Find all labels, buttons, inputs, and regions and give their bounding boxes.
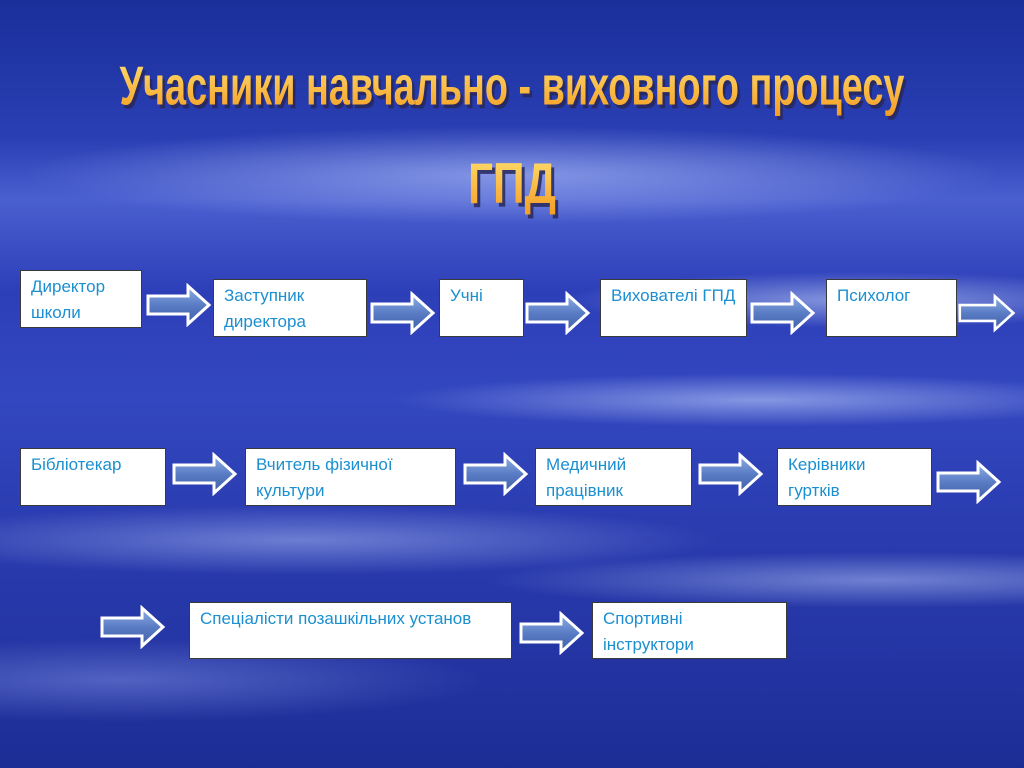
participant-box-director: Директор школи	[20, 270, 142, 328]
arrow-right-icon	[100, 605, 166, 649]
participant-box-pe-teacher: Вчитель фізичної культури	[245, 448, 456, 506]
arrow-right-icon	[146, 283, 212, 327]
arrow-right-icon	[519, 611, 585, 655]
arrow-right-icon	[370, 291, 436, 335]
participant-box-medical-worker: Медичний працівник	[535, 448, 692, 506]
arrow-right-icon	[172, 452, 238, 496]
participant-box-pupils: Учні	[439, 279, 524, 337]
arrow-right-icon	[958, 293, 1016, 333]
participant-box-sports-instructors: Спортивні інструктори	[592, 602, 787, 659]
arrow-right-icon	[936, 460, 1002, 504]
arrow-right-icon	[750, 291, 816, 335]
slide-subtitle: ГПД	[0, 153, 1024, 218]
participant-box-educators: Вихователі ГПД	[600, 279, 747, 337]
participant-box-librarian: Бібліотекар	[20, 448, 166, 506]
slide-title: Учасники навчально - виховного процесу	[72, 56, 953, 119]
participant-box-club-leaders: Керівники гуртків	[777, 448, 932, 506]
participant-box-extracurricular-specialists: Спеціалісти позашкільних установ	[189, 602, 512, 659]
arrow-right-icon	[698, 452, 764, 496]
participant-box-psychologist: Психолог	[826, 279, 957, 337]
arrow-right-icon	[525, 291, 591, 335]
participant-box-deputy-director: Заступник директора	[213, 279, 367, 337]
arrow-right-icon	[463, 452, 529, 496]
